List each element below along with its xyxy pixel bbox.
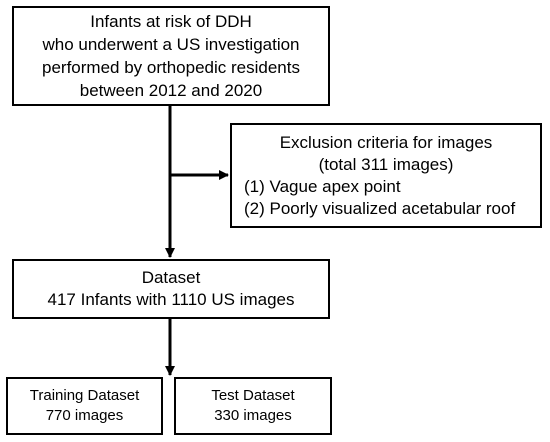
exclusion-title: Exclusion criteria for images	[279, 132, 493, 152]
dataset-title: Dataset	[141, 268, 201, 287]
exclusion-total: (total 311 images)	[318, 154, 454, 174]
test-title: Test Dataset	[211, 387, 295, 404]
dataset-detail: 417 Infants with 1110 US images	[47, 290, 295, 309]
population-line-2: who underwent a US investigation	[42, 35, 300, 54]
training-count: 770 images	[45, 407, 124, 424]
population-line-1: Infants at risk of DDH	[90, 12, 252, 31]
test-count: 330 images	[214, 407, 292, 424]
population-line-4: between 2012 and 2020	[79, 81, 263, 100]
population-box: Infants at risk of DDH who underwent a U…	[12, 6, 330, 106]
exclusion-criterion-1: (1) Vague apex point	[244, 176, 401, 196]
training-dataset-box: Training Dataset 770 images	[6, 377, 163, 435]
population-line-3: performed by orthopedic residents	[42, 58, 300, 77]
exclusion-criterion-2: (2) Poorly visualized acetabular roof	[244, 198, 516, 218]
dataset-box: Dataset 417 Infants with 1110 US images	[12, 259, 330, 319]
exclusion-criteria-box: Exclusion criteria for images (total 311…	[230, 123, 542, 228]
test-dataset-box: Test Dataset 330 images	[174, 377, 332, 435]
training-title: Training Dataset	[29, 387, 140, 404]
